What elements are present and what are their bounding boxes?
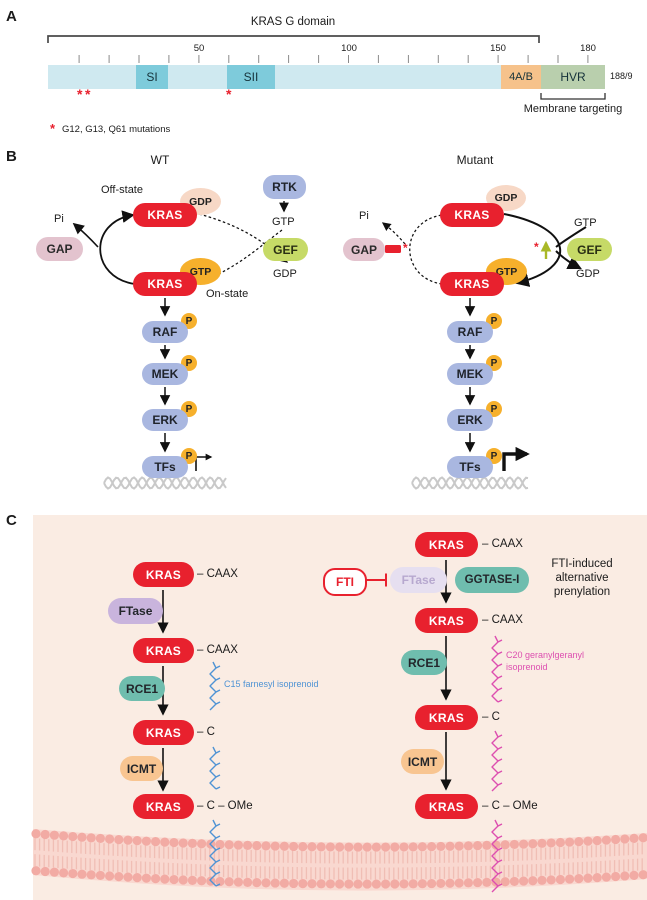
on-state-label: On-state bbox=[206, 288, 249, 300]
fti-pill: FTI bbox=[323, 568, 367, 596]
kras-c-pill: KRAS bbox=[415, 705, 478, 730]
c20-geranylgeranyl-label-line2: isoprenoid bbox=[506, 662, 548, 672]
off-state-label: Off-state bbox=[101, 184, 143, 196]
caax-text: – CAAX bbox=[482, 614, 523, 626]
kras-c-pill: KRAS bbox=[133, 720, 194, 745]
kras-c-ome-pill: KRAS bbox=[415, 794, 478, 819]
tick-label-100: 100 bbox=[341, 43, 357, 54]
gap-pill-mutant: GAP bbox=[343, 238, 385, 261]
panel-c-label: C bbox=[6, 512, 17, 529]
ggtase-pill: GGTASE-I bbox=[455, 567, 529, 593]
erk-pill-wt: ERK bbox=[142, 409, 188, 431]
caax-text: – CAAX bbox=[197, 644, 238, 656]
membrane-targeting-bracket bbox=[540, 93, 606, 100]
wt-cycle-arrows bbox=[72, 201, 289, 285]
kras-gtp-pill: KRAS bbox=[133, 272, 197, 296]
gdp-label-mutant: GDP bbox=[576, 268, 600, 280]
tfs-pill-wt: TFs bbox=[142, 456, 188, 478]
gef-mutation-asterisk: * bbox=[534, 240, 539, 254]
pi-label-mutant: Pi bbox=[359, 210, 369, 222]
kras-domain-bar: SI SII 4A/B HVR bbox=[48, 65, 605, 89]
c-ome-text: – C – OMe bbox=[482, 800, 538, 812]
erk-pill-mutant: ERK bbox=[447, 409, 493, 431]
c15-farnesyl-label: C15 farnesyl isoprenoid bbox=[224, 679, 319, 689]
plasma-membrane bbox=[31, 829, 647, 891]
gap-mutation-asterisk: * bbox=[403, 241, 408, 255]
transcription-arrow-wt bbox=[195, 453, 213, 471]
4ab-segment: 4A/B bbox=[501, 65, 541, 89]
kras-caax-pill: KRAS bbox=[133, 562, 194, 587]
gef-pill: GEF bbox=[263, 238, 308, 261]
mutant-cycle-arrows bbox=[381, 213, 587, 287]
g13-mutation-asterisk: * bbox=[85, 86, 91, 102]
c20-geranylgeranyl-label-line1: C20 geranylgeranyl bbox=[506, 650, 585, 660]
transcription-arrow-mutant bbox=[502, 446, 530, 471]
tfs-pill-mutant: TFs bbox=[447, 456, 493, 478]
mutant-title: Mutant bbox=[456, 153, 494, 167]
ftase-faded-pill: FTase bbox=[390, 567, 447, 593]
icmt-pill: ICMT bbox=[120, 756, 163, 781]
icmt-pill: ICMT bbox=[401, 749, 444, 774]
switch-1-segment: SI bbox=[136, 65, 168, 89]
gef-pill-mutant: GEF bbox=[567, 238, 612, 261]
fti-inhibition bbox=[364, 573, 387, 587]
caax-text: – CAAX bbox=[197, 568, 238, 580]
mek-pill-mutant: MEK bbox=[447, 363, 493, 385]
rce1-pill: RCE1 bbox=[119, 676, 165, 701]
fti-note-line3: prenylation bbox=[553, 586, 611, 598]
pi-label: Pi bbox=[54, 213, 64, 225]
g-domain-title: KRAS G domain bbox=[250, 16, 336, 28]
kras-gtp-pill-mutant: KRAS bbox=[440, 272, 504, 296]
tick-label-180: 180 bbox=[580, 43, 596, 54]
caax-text: – CAAX bbox=[482, 538, 523, 550]
membrane-targeting-label: Membrane targeting bbox=[523, 103, 623, 115]
mek-pill-wt: MEK bbox=[142, 363, 188, 385]
raf-pill-wt: RAF bbox=[142, 321, 188, 343]
c-ome-text: – C – OMe bbox=[197, 800, 253, 812]
ftase-pill: FTase bbox=[108, 598, 163, 624]
length-label: 188/9 bbox=[610, 71, 633, 81]
tick-label-50: 50 bbox=[193, 43, 205, 54]
raf-pill-mutant: RAF bbox=[447, 321, 493, 343]
g-domain-bracket bbox=[47, 35, 540, 43]
gap-inhibition-bar bbox=[385, 245, 401, 253]
fti-note-line2: alternative bbox=[555, 572, 609, 584]
c-text: – C bbox=[197, 726, 215, 738]
gdp-label-wt: GDP bbox=[273, 268, 297, 280]
kras-gdp-pill-mutant: KRAS bbox=[440, 203, 504, 227]
gtp-label-mutant: GTP bbox=[574, 217, 597, 229]
rtk-pill: RTK bbox=[263, 175, 306, 199]
fti-note-line1: FTI-induced bbox=[551, 558, 613, 570]
gtp-label-wt: GTP bbox=[272, 216, 295, 228]
mutation-legend: G12, G13, Q61 mutations bbox=[62, 124, 171, 135]
kras-c-ome-pill: KRAS bbox=[133, 794, 194, 819]
gtp-badge: GTP bbox=[180, 258, 221, 285]
q61-mutation-asterisk: * bbox=[226, 86, 232, 102]
hvr-segment: HVR bbox=[541, 65, 605, 89]
wt-title: WT bbox=[150, 153, 170, 167]
kras-caax-pill: KRAS bbox=[415, 608, 478, 633]
gap-pill: GAP bbox=[36, 237, 83, 261]
legend-asterisk: * bbox=[50, 121, 56, 136]
g12-mutation-asterisk: * bbox=[77, 86, 83, 102]
tick-label-150: 150 bbox=[490, 43, 506, 54]
residue-ruler-ticks bbox=[78, 55, 589, 63]
panel-b-label: B bbox=[6, 148, 17, 165]
dna-helix bbox=[103, 476, 529, 490]
c-text: – C bbox=[482, 711, 500, 723]
kras-caax-pill: KRAS bbox=[415, 532, 478, 557]
switch-2-segment: SII bbox=[227, 65, 275, 89]
panel-a-label: A bbox=[6, 8, 17, 25]
rce1-pill: RCE1 bbox=[401, 650, 447, 675]
kras-gdp-pill: KRAS bbox=[133, 203, 197, 227]
isoprenoid-chains bbox=[209, 635, 503, 893]
kras-caax-pill: KRAS bbox=[133, 638, 194, 663]
